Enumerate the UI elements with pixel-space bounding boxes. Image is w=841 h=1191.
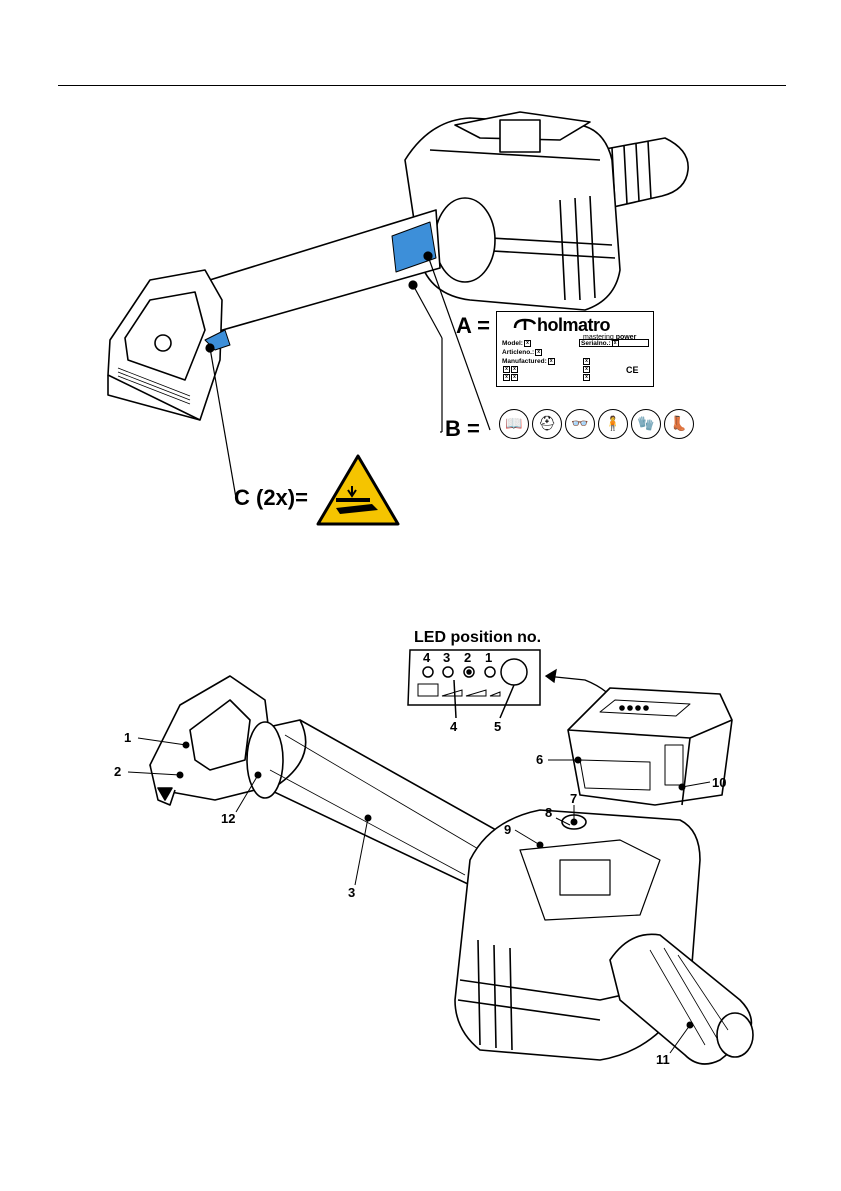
callout-8: 8 bbox=[545, 806, 552, 819]
callout-6: 6 bbox=[536, 753, 543, 766]
callout-4: 4 bbox=[450, 720, 457, 733]
callout-12: 12 bbox=[221, 812, 235, 825]
led-position-3: 3 bbox=[443, 651, 450, 664]
callout-3: 3 bbox=[348, 886, 355, 899]
callout-1: 1 bbox=[124, 731, 131, 744]
callout-5: 5 bbox=[494, 720, 501, 733]
callout-2: 2 bbox=[114, 765, 121, 778]
callout-9: 9 bbox=[504, 823, 511, 836]
callout-7: 7 bbox=[570, 792, 577, 805]
led-position-2: 2 bbox=[464, 651, 471, 664]
callout-11: 11 bbox=[656, 1053, 670, 1066]
led-position-4: 4 bbox=[423, 651, 430, 664]
led-position-1: 1 bbox=[485, 651, 492, 664]
callout-10: 10 bbox=[712, 776, 726, 789]
